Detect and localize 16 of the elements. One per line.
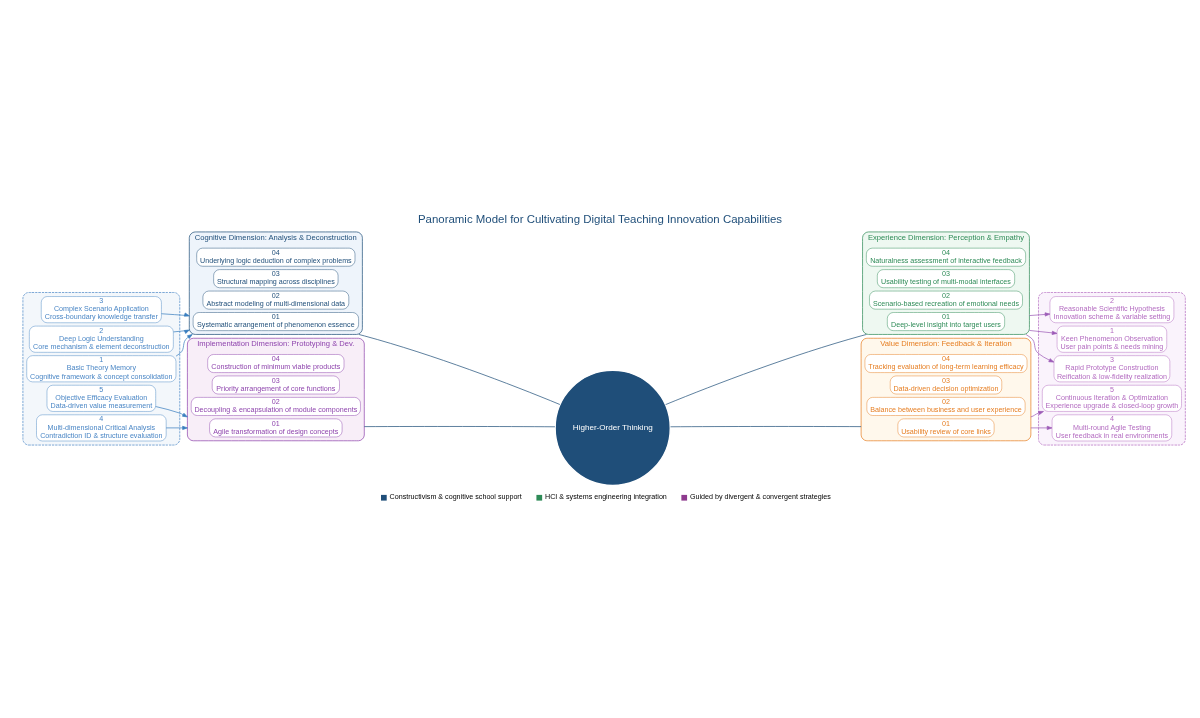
connector xyxy=(670,426,862,428)
connector xyxy=(665,334,867,405)
connector xyxy=(358,334,561,405)
node-circle: Higher-Order Thinking xyxy=(554,369,671,487)
connector xyxy=(363,426,556,428)
arrow xyxy=(175,334,193,357)
arrow xyxy=(155,406,188,418)
arrow xyxy=(1029,312,1051,317)
arrow xyxy=(1030,411,1044,418)
arrow xyxy=(1029,330,1058,335)
arrow xyxy=(1025,334,1055,363)
diagram-title: Panoramic Model for Cultivating Digital Teaching Innovation Capabilities xyxy=(417,212,783,225)
arrow xyxy=(173,329,190,334)
arrow xyxy=(161,312,190,317)
arrow xyxy=(1030,425,1053,430)
arrow xyxy=(165,425,188,430)
